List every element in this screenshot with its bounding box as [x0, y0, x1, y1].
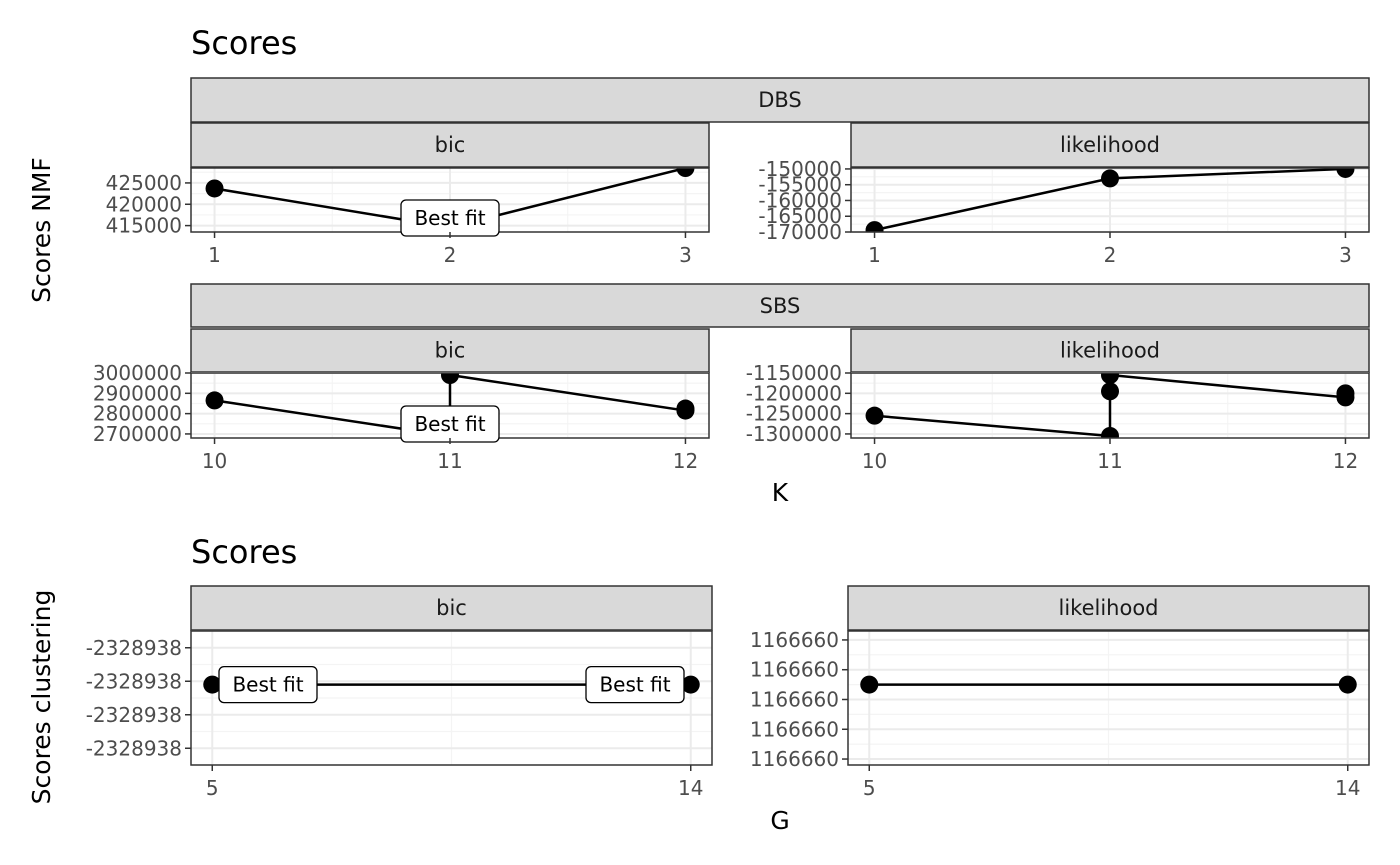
- facet-strip-label: likelihood: [1060, 133, 1160, 157]
- data-point: [1101, 169, 1119, 188]
- x-tick-label: 1: [208, 243, 221, 267]
- facet-row-label-dbs: DBS: [758, 88, 802, 112]
- x-tick-label: 11: [1097, 449, 1122, 473]
- best-fit-label: Best fit: [414, 206, 485, 230]
- x-tick-label: 11: [437, 449, 462, 473]
- best-fit-label-box: [218, 665, 318, 704]
- y-tick-label: -1300000: [746, 422, 842, 446]
- x-tick-label: 3: [1339, 243, 1352, 267]
- facet-row-strip-dbs: [190, 77, 1370, 123]
- y-tick-label: 1166660: [750, 628, 839, 652]
- facet-strip: [190, 122, 710, 168]
- data-point: [865, 221, 884, 232]
- data-point: [1338, 675, 1357, 694]
- data-point: [865, 406, 884, 425]
- panel-border: [190, 630, 713, 766]
- nmf-chart-title: Scores: [191, 24, 297, 62]
- facet-strip: [190, 328, 710, 373]
- y-tick-label: 1166660: [750, 747, 839, 771]
- x-tick-label: 12: [1333, 449, 1358, 473]
- clustering-chart-title: Scores: [191, 533, 297, 571]
- x-tick-label: 5: [863, 776, 876, 800]
- y-tick-label: -1250000: [746, 402, 842, 426]
- panel-data: [860, 675, 1357, 694]
- nmf-x-axis-title: K: [772, 478, 789, 507]
- data-point: [203, 675, 222, 694]
- x-tick-label: 2: [1104, 243, 1117, 267]
- panel-clustering-likelihood: likelihood 1166660 1166660 1166660 1166660 11…: [750, 585, 1370, 800]
- y-tick-label: 2700000: [93, 422, 182, 446]
- y-tick-label: 1166660: [750, 687, 839, 711]
- best-fit-label: Best fit: [414, 412, 485, 436]
- y-tick-label: 420000: [106, 192, 182, 216]
- y-tick-label: -2328938: [86, 669, 182, 693]
- facet-strip-label: bic: [435, 133, 466, 157]
- best-fit-label: Best fit: [232, 673, 303, 697]
- x-tick-label: 3: [679, 243, 692, 267]
- x-tick-label: 14: [1335, 776, 1360, 800]
- data-point: [860, 675, 879, 694]
- panel-border: [847, 630, 1370, 766]
- data-point: [1101, 426, 1119, 438]
- data-point: [1101, 382, 1119, 401]
- panel-data: [865, 168, 1355, 232]
- data-point: [676, 399, 695, 418]
- data-point: [1101, 373, 1119, 385]
- y-tick-label: -155000: [758, 173, 842, 197]
- y-tick-label: -2328938: [86, 736, 182, 760]
- y-tick-label: -150000: [758, 157, 842, 181]
- y-tick-label: 2900000: [93, 381, 182, 405]
- x-tick-label: 10: [862, 449, 887, 473]
- panel-dbs-likelihood: likelihood -170000-165000-160000-155000-1…: [758, 122, 1370, 267]
- nmf-y-axis-title: Scores NMF: [27, 157, 56, 303]
- data-point: [205, 179, 224, 198]
- facet-row-label-sbs: SBS: [760, 294, 801, 318]
- best-fit-label: Best fit: [599, 673, 670, 697]
- facet-strip: [190, 585, 713, 631]
- x-tick-label: 12: [673, 449, 698, 473]
- panel-data: [865, 373, 1355, 438]
- facet-strip-label: bic: [435, 339, 466, 363]
- facet-row-strip-sbs: [190, 283, 1370, 328]
- best-fit-label-box: [585, 665, 685, 704]
- y-tick-label: 2800000: [93, 402, 182, 426]
- y-tick-label: -170000: [758, 220, 842, 244]
- y-tick-label: -1150000: [746, 361, 842, 385]
- y-tick-label: -160000: [758, 188, 842, 212]
- x-tick-label: 5: [206, 776, 219, 800]
- x-tick-label: 10: [202, 449, 227, 473]
- y-tick-label: 1166660: [750, 658, 839, 682]
- panel-sbs-likelihood: likelihood -1300000-1250000-1200000-11500…: [746, 328, 1370, 473]
- panel-data: [205, 373, 695, 438]
- facet-strip-label: bic: [436, 596, 467, 620]
- y-tick-label: 425000: [106, 171, 182, 195]
- facet-strip: [850, 122, 1370, 168]
- facet-strip: [847, 585, 1370, 631]
- y-tick-label: -1200000: [746, 381, 842, 405]
- y-tick-label: -165000: [758, 204, 842, 228]
- x-tick-label: 14: [678, 776, 703, 800]
- data-point: [1336, 168, 1355, 178]
- x-tick-label: 2: [444, 243, 457, 267]
- data-point: [205, 391, 224, 410]
- data-point: [441, 373, 459, 385]
- data-point: [681, 675, 700, 694]
- clustering-x-axis-title: G: [770, 806, 789, 835]
- facet-strip-label: likelihood: [1058, 596, 1158, 620]
- y-tick-label: 1166660: [750, 717, 839, 741]
- data-point: [676, 168, 695, 177]
- y-tick-label: -2328938: [86, 703, 182, 727]
- y-tick-label: 415000: [106, 214, 182, 238]
- facet-strip-label: likelihood: [1060, 339, 1160, 363]
- y-tick-label: 3000000: [93, 361, 182, 385]
- data-point: [1336, 384, 1355, 403]
- y-tick-label: -2328938: [86, 636, 182, 660]
- x-tick-label: 1: [868, 243, 881, 267]
- clustering-y-axis-title: Scores clustering: [27, 590, 56, 805]
